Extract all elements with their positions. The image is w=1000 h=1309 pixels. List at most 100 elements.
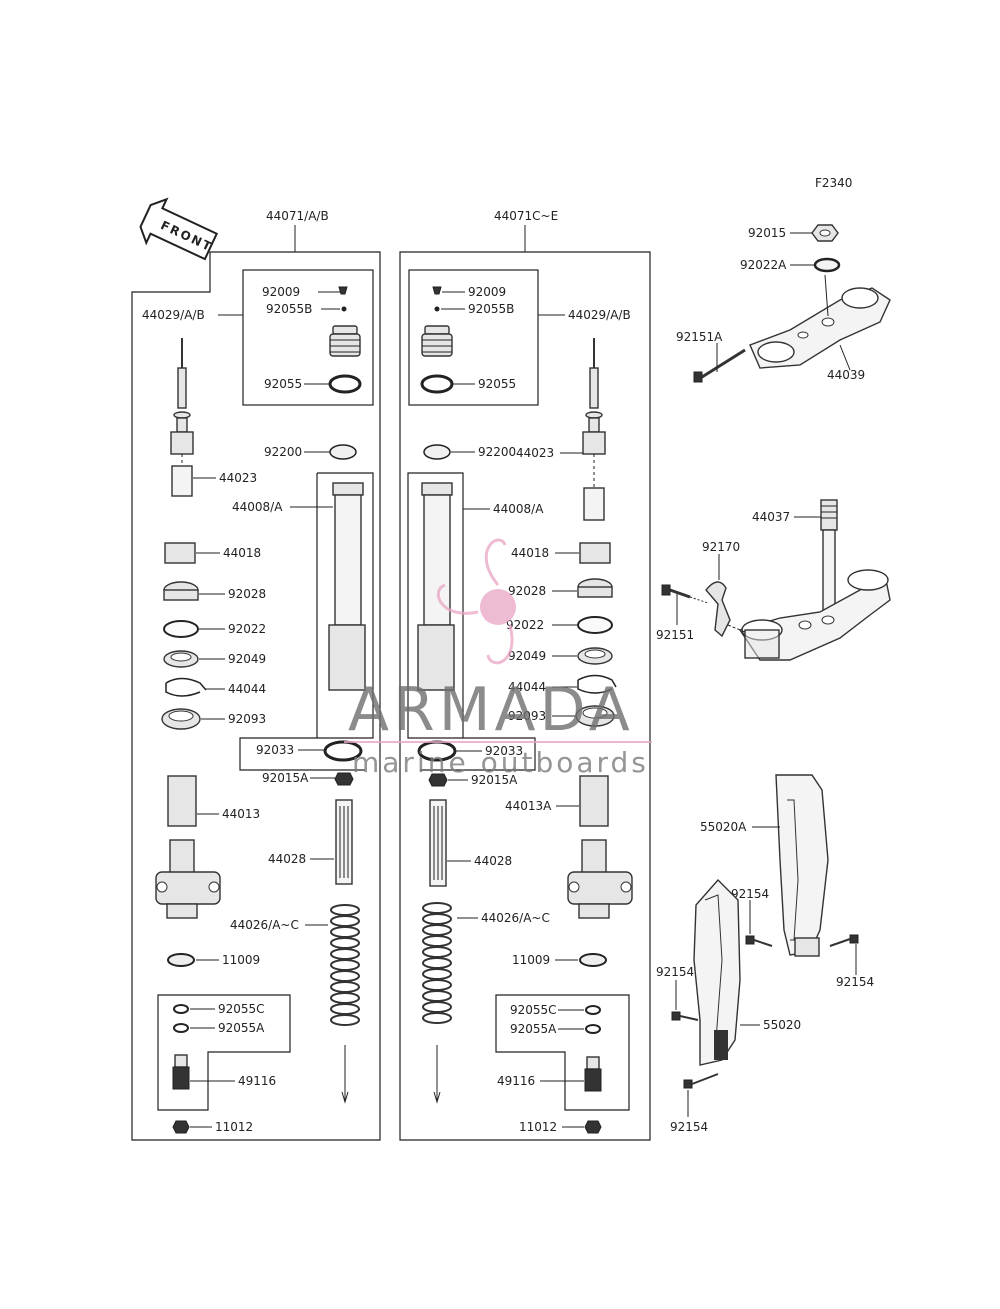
- label-92055C-r: 92055C: [510, 1003, 557, 1017]
- bolt-92151A-icon: [693, 348, 746, 383]
- screw-92154-a-icon: [745, 935, 773, 947]
- piston-tube-44028-r-icon: [429, 799, 447, 887]
- label-44023: 44023: [219, 471, 257, 485]
- label-92151A: 92151A: [676, 330, 723, 344]
- label-92151: 92151: [656, 628, 694, 642]
- spring-coil: [422, 1012, 452, 1024]
- label-44029: 44029/A/B: [142, 308, 205, 322]
- left-valve-box: [157, 994, 291, 1111]
- label-92170: 92170: [702, 540, 740, 554]
- label-92022-r: 92022: [506, 618, 544, 632]
- label-11012-r: 11012: [519, 1120, 557, 1134]
- watermark-logo-icon: [436, 538, 516, 665]
- damper-rod-icon: [170, 338, 194, 497]
- outer-tube-r-icon: [567, 775, 633, 919]
- gasket-11009-r-icon: [579, 953, 607, 967]
- spring-coil: [422, 968, 452, 980]
- watermark-tagline: marine outboards: [352, 746, 649, 779]
- label-92154-d: 92154: [670, 1120, 708, 1134]
- washer-92200-icon: [329, 444, 357, 460]
- fork-spring-icon: [330, 904, 360, 1026]
- spring-coil: [330, 1003, 360, 1015]
- label-55020: 55020: [763, 1018, 801, 1032]
- spring-coil: [330, 970, 360, 982]
- spring-coil: [422, 957, 452, 969]
- label-44044: 44044: [228, 682, 266, 696]
- damper-rod-r-icon: [582, 338, 606, 521]
- label-92055A-r: 92055A: [510, 1022, 557, 1036]
- screw-92154-d-icon: [683, 1073, 719, 1089]
- spring-coil: [330, 959, 360, 971]
- label-44039: 44039: [827, 368, 865, 382]
- bolt-11012-icon: [172, 1120, 190, 1134]
- label-44013A: 44013A: [505, 799, 552, 813]
- upper-triple-clamp-icon: [749, 287, 891, 369]
- spring-coil: [330, 926, 360, 938]
- spring-coil: [330, 948, 360, 960]
- nut-92015A-r-icon: [428, 773, 448, 787]
- screw-92154-b-icon: [829, 934, 859, 947]
- washer-92022A-icon: [813, 257, 841, 273]
- bracket-92170-icon: [705, 581, 731, 638]
- o-ring-92033-icon: [323, 740, 363, 762]
- spring-coil: [330, 937, 360, 949]
- left-cap-box: [242, 269, 374, 406]
- label-92028-r: 92028: [508, 584, 546, 598]
- spring-coil: [422, 913, 452, 925]
- label-49116: 49116: [238, 1074, 276, 1088]
- label-44044-r: 44044: [508, 680, 546, 694]
- o-ring-92055-r-icon: [420, 374, 454, 394]
- fork-guard-group: 55020A 92154 92154 55020 92154: [656, 774, 874, 1134]
- label-11009-r: 11009: [512, 953, 550, 967]
- spring-coil: [422, 924, 452, 936]
- label-92055A: 92055A: [218, 1021, 265, 1035]
- left-fork-assembly: 44071/A/B 44029/A/B 92009 92055B 92055: [131, 209, 381, 1141]
- label-92055-r: 92055: [478, 377, 516, 391]
- label-44018-r: 44018: [511, 546, 549, 560]
- inner-tube-icon: [328, 482, 366, 691]
- washer-92200-r-icon: [423, 444, 451, 460]
- label-55020A: 55020A: [700, 820, 747, 834]
- spring-coil: [422, 902, 452, 914]
- fork-spring-r-icon: [422, 902, 452, 1024]
- label-44026-r: 44026/A~C: [481, 911, 550, 925]
- left-assembly-title: 44071/A/B: [266, 209, 329, 223]
- right-fork-assembly: 44071C~E 44029/A/B 92009 92055B 92055 92…: [399, 209, 651, 1141]
- left-inner-tube-box: [239, 472, 374, 771]
- washer-92022-icon: [163, 620, 199, 638]
- label-92015: 92015: [748, 226, 786, 240]
- left-assembly-frame: [131, 251, 381, 1141]
- gasket-11009-icon: [167, 953, 195, 967]
- lower-triple-clamp-icon: [738, 569, 891, 661]
- valve-49116-r-icon: [584, 1056, 602, 1092]
- valve-49116-icon: [172, 1054, 190, 1090]
- label-92154-b: 92154: [836, 975, 874, 989]
- label-92009-r: 92009: [468, 285, 506, 299]
- label-92154-c: 92154: [656, 965, 694, 979]
- label-92009: 92009: [262, 285, 300, 299]
- inner-tube-r-icon: [417, 482, 455, 691]
- label-44029-r: 44029/A/B: [568, 308, 631, 322]
- label-44023-r: 44023: [516, 446, 554, 460]
- label-44037: 44037: [752, 510, 790, 524]
- label-92055: 92055: [264, 377, 302, 391]
- label-92093-r: 92093: [508, 709, 546, 723]
- label-92200-r: 92200: [478, 445, 516, 459]
- figure-code: F2340: [815, 176, 852, 190]
- bleed-screw-icon: [338, 286, 348, 295]
- watermark: ARMADA marine outboards: [344, 538, 652, 779]
- label-92033-r: 92033: [485, 744, 523, 758]
- spring-coil: [422, 1001, 452, 1013]
- spring-coil: [422, 946, 452, 958]
- fork-cap-icon: [329, 325, 361, 357]
- bolt-11012-r-icon: [584, 1120, 602, 1134]
- watermark-brand: ARMADA: [348, 675, 634, 745]
- bleed-screw-r-icon: [432, 286, 442, 295]
- label-92049-r: 92049: [508, 649, 546, 663]
- spring-coil: [330, 992, 360, 1004]
- circlip-44044-icon: [165, 677, 207, 697]
- label-44028: 44028: [268, 852, 306, 866]
- label-44028-r: 44028: [474, 854, 512, 868]
- label-44008: 44008/A: [232, 500, 283, 514]
- right-cap-box: [408, 269, 539, 406]
